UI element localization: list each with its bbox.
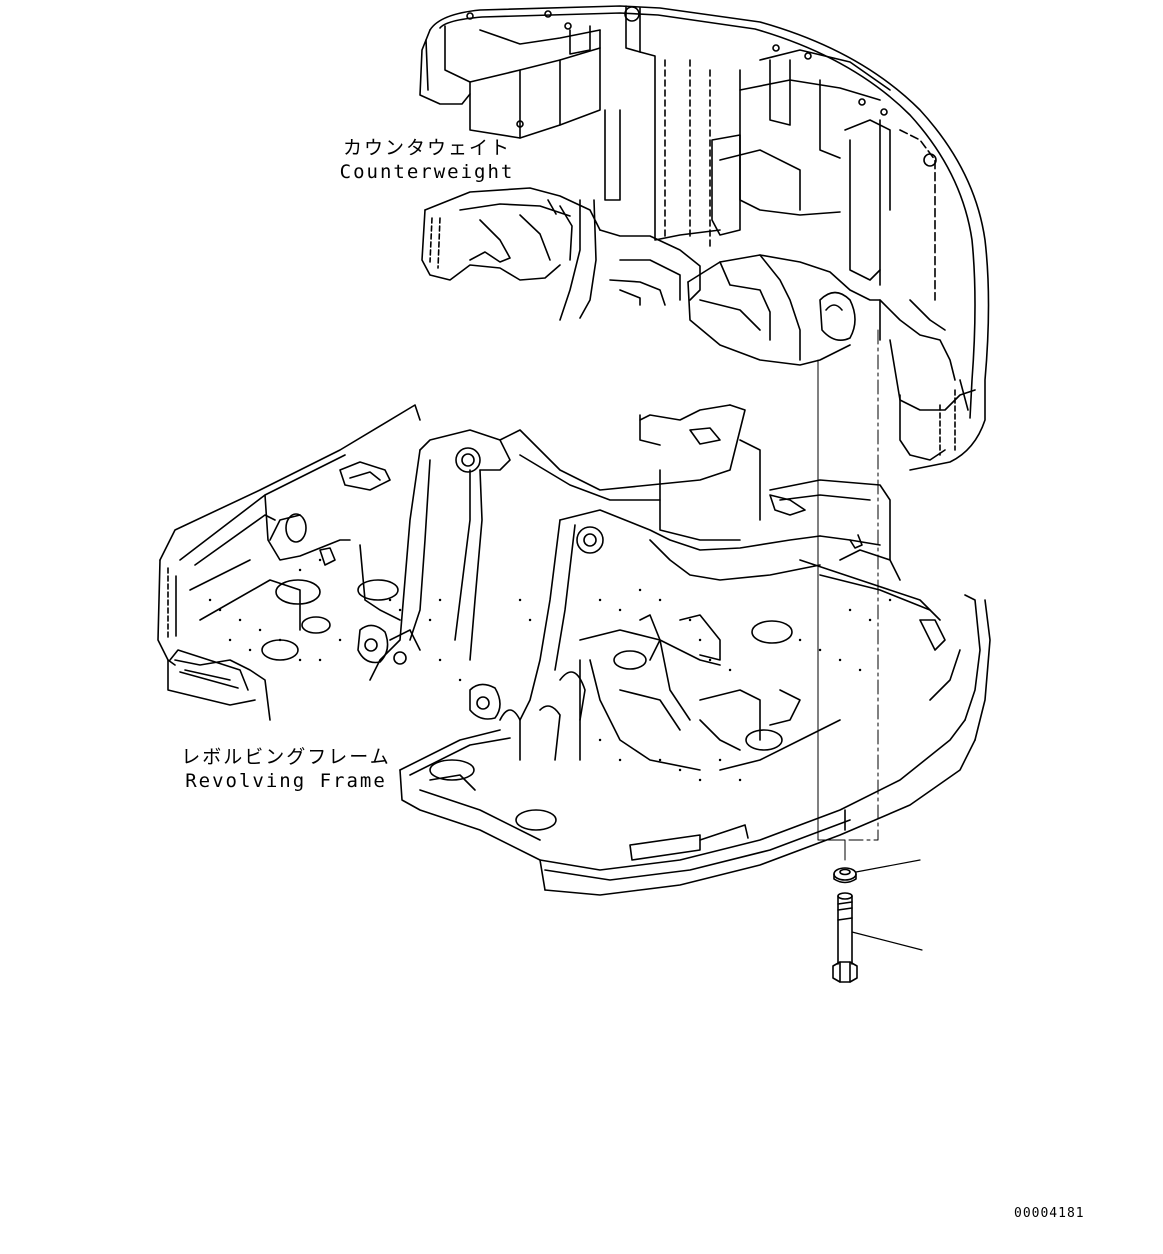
counterweight-label-en: Counterweight — [339, 161, 515, 183]
drawing-code: 00004181 — [1014, 1206, 1085, 1221]
washer-part — [834, 868, 856, 883]
counterweight-label-jp: カウンタウェイト — [342, 137, 511, 159]
revolving-frame-label-jp: レボルビングフレーム — [181, 746, 391, 768]
bolt-part — [833, 893, 857, 982]
bolt-leader-line — [852, 932, 922, 950]
mounting-hardware-drawing — [818, 330, 922, 982]
revolving-frame-drawing — [158, 405, 990, 895]
washer-leader-line — [856, 860, 920, 872]
assembly-guide-line-left — [818, 360, 845, 860]
frame-rivet-dots — [210, 560, 890, 780]
revolving-frame-label-en: Revolving Frame — [185, 770, 387, 792]
revolving-frame-label: レボルビングフレーム Revolving Frame — [180, 745, 392, 793]
assembly-guide-line-right — [845, 330, 878, 840]
counterweight-drawing — [420, 6, 989, 470]
counterweight-label: カウンタウェイト Counterweight — [336, 136, 518, 184]
